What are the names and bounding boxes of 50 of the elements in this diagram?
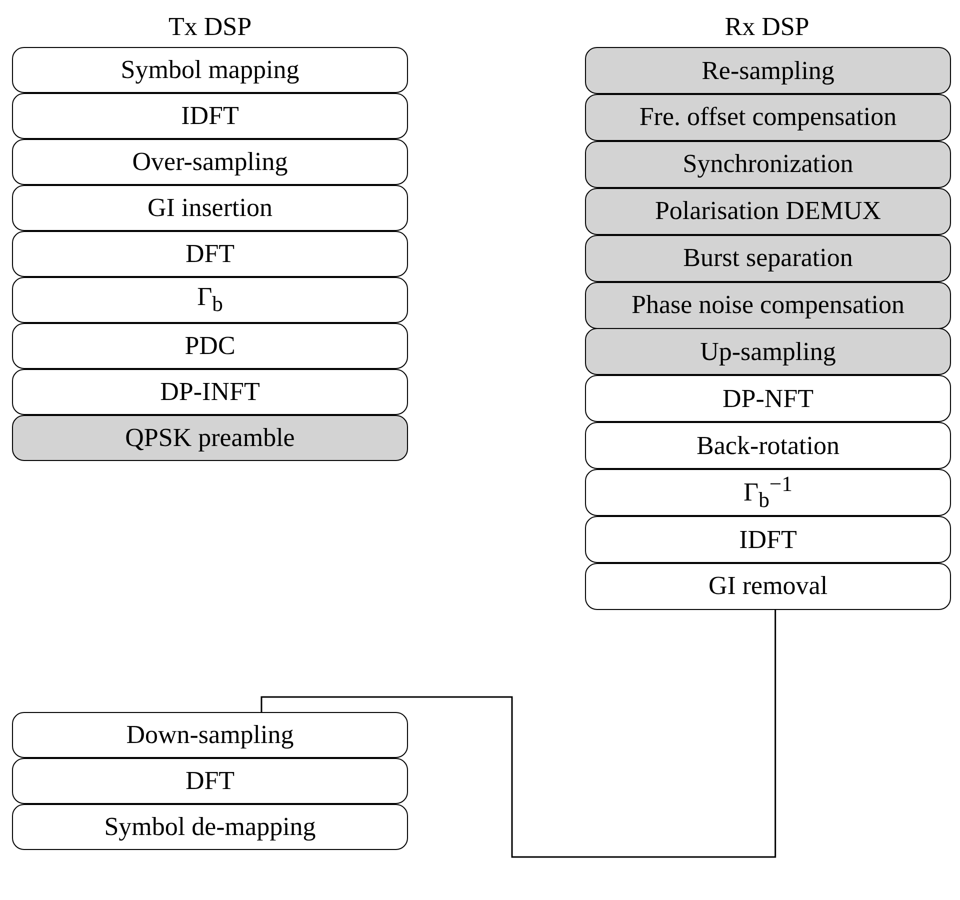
- process-block: [12, 369, 408, 415]
- process-block: [12, 93, 408, 139]
- block-label: GI insertion: [148, 193, 272, 223]
- process-block: [12, 804, 408, 850]
- block-label: Fre. offset compensation: [639, 102, 897, 132]
- process-block: [12, 323, 408, 369]
- process-block: [12, 758, 408, 804]
- connector-line: [260, 610, 776, 858]
- block-label: Up-sampling: [700, 336, 836, 367]
- block-label: Back-rotation: [696, 430, 840, 461]
- block-label: DP-INFT: [160, 377, 260, 407]
- block-label: QPSK preamble: [125, 423, 295, 453]
- block-label: Γ$_{b}$: [197, 282, 223, 318]
- block-label: Symbol mapping: [120, 55, 300, 85]
- process-block: [12, 712, 408, 758]
- process-block: [12, 185, 408, 231]
- process-block: [12, 231, 408, 277]
- process-block: [12, 139, 408, 185]
- process-block: [585, 516, 951, 563]
- process-block: [585, 47, 951, 94]
- block-label: DFT: [185, 239, 235, 269]
- block-label: IDFT: [739, 524, 797, 554]
- block-label: Symbol de-mapping: [104, 812, 316, 842]
- block-label: Down-sampling: [126, 720, 294, 750]
- column-heading: Rx DSP: [724, 12, 810, 42]
- process-block: [585, 469, 951, 516]
- block-label: DFT: [185, 766, 235, 796]
- process-block: [585, 234, 951, 282]
- process-block: [12, 277, 408, 323]
- process-block: [585, 188, 951, 235]
- process-block: [585, 375, 951, 422]
- block-label: DP-NFT: [722, 384, 814, 414]
- process-block: [585, 282, 951, 328]
- process-block: [585, 562, 951, 610]
- block-label: Synchronization: [682, 149, 854, 180]
- process-block: [585, 94, 951, 141]
- block-label: Re-sampling: [702, 56, 834, 86]
- block-label: Burst separation: [683, 243, 853, 274]
- block-label: PDC: [184, 331, 236, 361]
- column-heading: Tx DSP: [168, 12, 252, 42]
- block-label: Phase noise compensation: [632, 290, 904, 320]
- block-label: Over-sampling: [132, 147, 288, 177]
- process-block: [585, 422, 951, 470]
- block-label: IDFT: [181, 101, 239, 131]
- process-block: [585, 328, 951, 376]
- process-block: [12, 47, 408, 93]
- block-label: GI removal: [708, 571, 828, 602]
- process-block: [585, 140, 951, 188]
- process-block: [12, 415, 408, 461]
- block-label: Polarisation DEMUX: [654, 196, 882, 226]
